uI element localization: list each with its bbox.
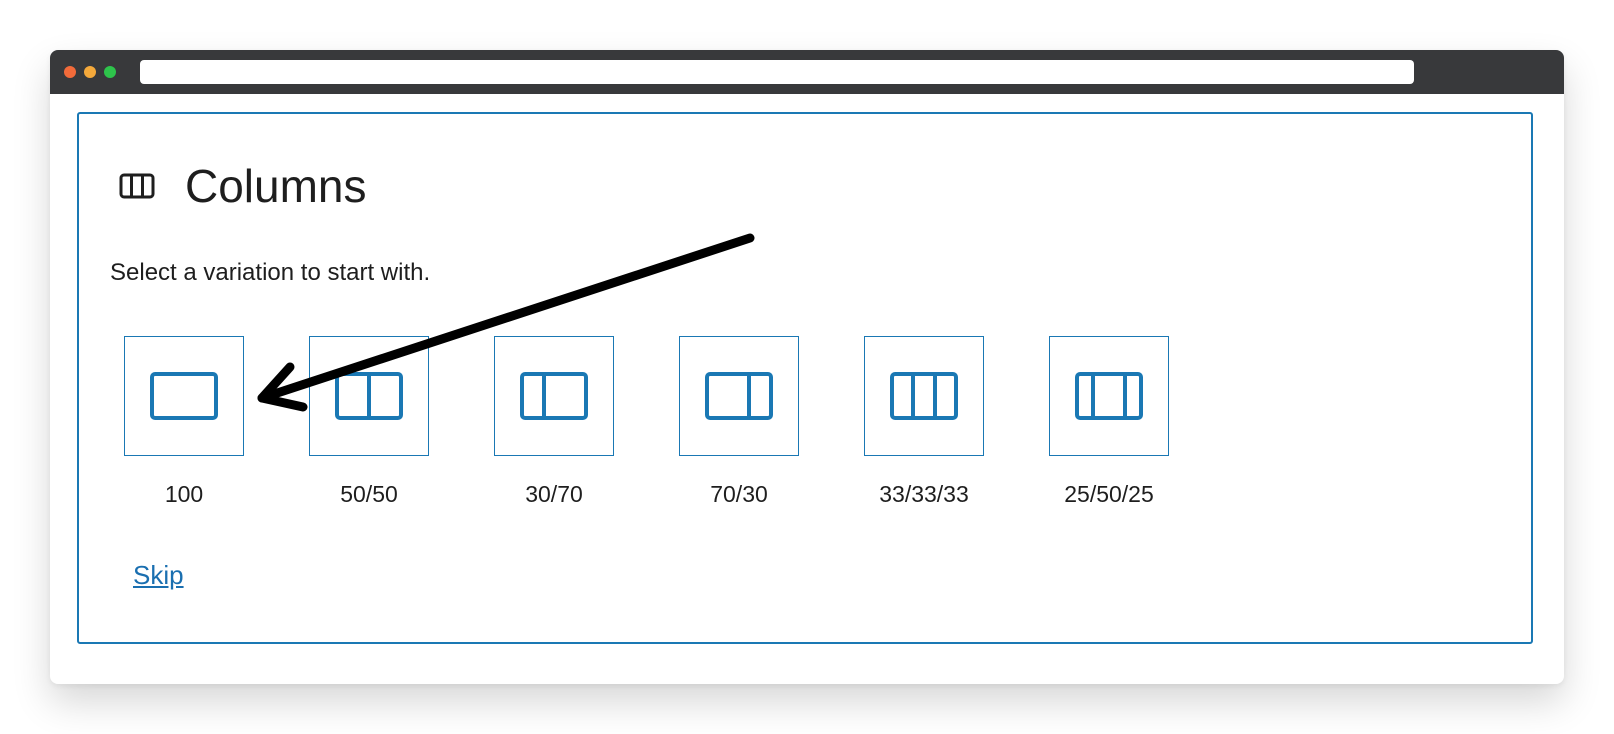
- variation-25-50-25-button[interactable]: 25/50/25: [1049, 336, 1169, 510]
- skip-link[interactable]: Skip: [133, 560, 184, 590]
- variation-label: 70/30: [710, 481, 768, 507]
- browser-titlebar: [50, 50, 1564, 94]
- variation-label: 100: [164, 481, 204, 507]
- variation-30-70-button[interactable]: 30/70: [494, 336, 614, 510]
- two-columns-30-70-icon: [520, 372, 588, 420]
- columns-icon: [119, 172, 155, 200]
- variation-25-50-25-tile[interactable]: [1049, 336, 1169, 456]
- variation-33-33-33-tile[interactable]: [864, 336, 984, 456]
- variation-100-button[interactable]: 100: [124, 336, 244, 510]
- block-instructions: Select a variation to start with.: [110, 259, 431, 286]
- variation-label: 50/50: [340, 481, 398, 507]
- two-columns-50-50-icon: [335, 372, 403, 420]
- variation-50-50-tile[interactable]: [309, 336, 429, 456]
- block-title: Columns: [185, 160, 367, 212]
- variation-label: 33/33/33: [879, 481, 969, 507]
- columns-block-placeholder: Columns Select a variation to start with…: [77, 112, 1533, 644]
- variation-30-70-tile[interactable]: [494, 336, 614, 456]
- variation-label: 30/70: [525, 481, 583, 507]
- variation-label: 25/50/25: [1064, 481, 1154, 507]
- two-columns-70-30-icon: [705, 372, 773, 420]
- close-window-dot[interactable]: [64, 66, 76, 78]
- address-bar[interactable]: [140, 60, 1414, 84]
- minimize-window-dot[interactable]: [84, 66, 96, 78]
- maximize-window-dot[interactable]: [104, 66, 116, 78]
- variation-50-50-button[interactable]: 50/50: [309, 336, 429, 510]
- variation-100-tile[interactable]: [124, 336, 244, 456]
- three-columns-equal-icon: [890, 372, 958, 420]
- variation-70-30-button[interactable]: 70/30: [679, 336, 799, 510]
- one-column-icon: [150, 372, 218, 420]
- variation-33-33-33-button[interactable]: 33/33/33: [864, 336, 984, 510]
- browser-window: Columns Select a variation to start with…: [50, 50, 1564, 684]
- variation-70-30-tile[interactable]: [679, 336, 799, 456]
- three-columns-25-50-25-icon: [1075, 372, 1143, 420]
